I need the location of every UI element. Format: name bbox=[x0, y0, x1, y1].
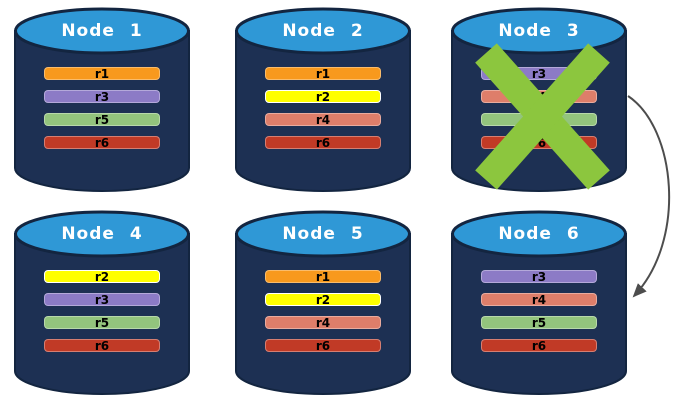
replica-bar: r4 bbox=[265, 113, 381, 127]
replica-bar: r6 bbox=[44, 136, 160, 150]
node-title: Node 4 bbox=[61, 224, 143, 244]
node-3: Node 3 r3 r4 r5 r6 bbox=[449, 7, 629, 193]
node-title: Node 5 bbox=[282, 224, 364, 244]
replica-bar: r1 bbox=[44, 67, 160, 81]
node-5: Node 5 r1 r2 r4 r6 bbox=[233, 210, 413, 396]
node-title: Node 3 bbox=[498, 21, 580, 41]
replica-list: r2 r3 r5 r6 bbox=[44, 270, 160, 362]
node-1: Node 1 r1 r3 r5 r6 bbox=[12, 7, 192, 193]
replica-list: r1 r2 r4 r6 bbox=[265, 270, 381, 362]
replica-bar: r6 bbox=[265, 339, 381, 353]
replica-bar: r1 bbox=[265, 67, 381, 81]
replica-bar: r5 bbox=[44, 316, 160, 330]
replica-bar: r5 bbox=[481, 316, 597, 330]
node-4: Node 4 r2 r3 r5 r6 bbox=[12, 210, 192, 396]
replica-bar: r1 bbox=[265, 270, 381, 284]
replica-bar: r6 bbox=[265, 136, 381, 150]
node-title: Node 1 bbox=[61, 21, 143, 41]
replica-bar: r4 bbox=[265, 316, 381, 330]
replica-bar: r2 bbox=[265, 90, 381, 104]
replica-list: r1 r3 r5 r6 bbox=[44, 67, 160, 159]
replica-bar: r3 bbox=[481, 270, 597, 284]
replica-bar: r4 bbox=[481, 293, 597, 307]
replica-bar: r2 bbox=[265, 293, 381, 307]
replica-bar: r6 bbox=[481, 339, 597, 353]
failure-x-icon bbox=[475, 43, 610, 190]
replica-bar: r6 bbox=[44, 339, 160, 353]
replica-bar: r3 bbox=[44, 293, 160, 307]
node-2: Node 2 r1 r2 r4 r6 bbox=[233, 7, 413, 193]
replica-list: r3 r4 r5 r6 bbox=[481, 270, 597, 362]
replica-list: r1 r2 r4 r6 bbox=[265, 67, 381, 159]
replica-bar: r3 bbox=[44, 90, 160, 104]
replica-bar: r5 bbox=[44, 113, 160, 127]
node-title: Node 6 bbox=[498, 224, 580, 244]
node-title: Node 2 bbox=[282, 21, 364, 41]
node-6: Node 6 r3 r4 r5 r6 bbox=[449, 210, 629, 396]
replica-bar: r2 bbox=[44, 270, 160, 284]
